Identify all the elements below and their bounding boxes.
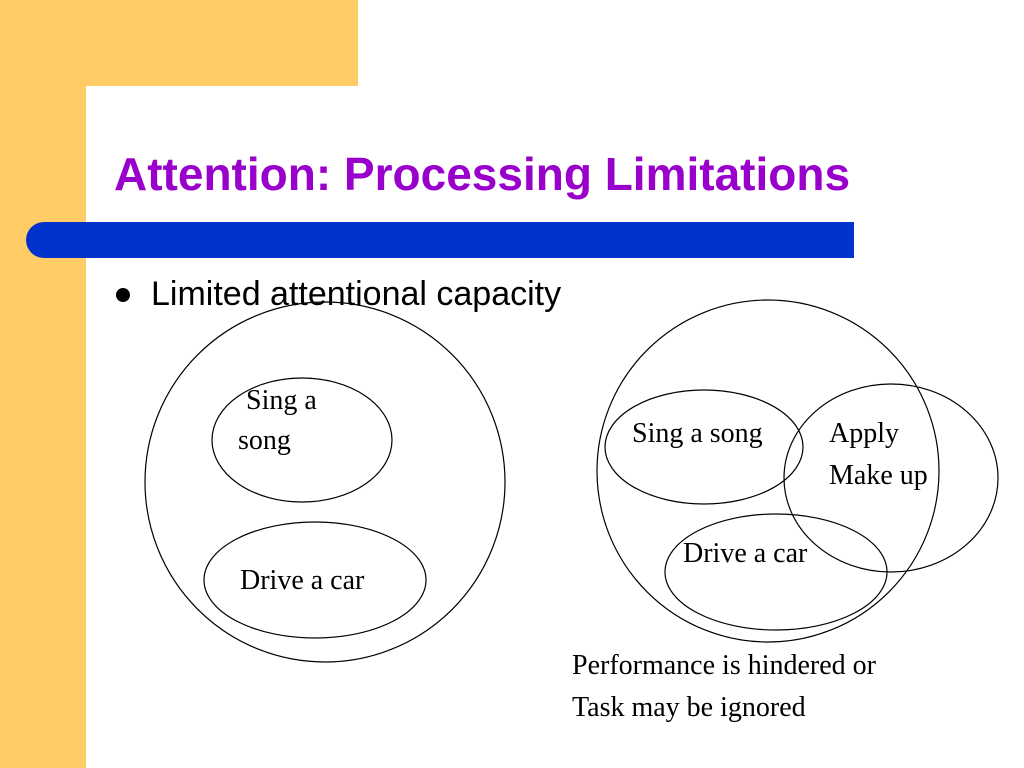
decorative-left-band bbox=[0, 0, 86, 768]
decorative-top-band bbox=[0, 0, 358, 86]
task-ellipse-sing-right bbox=[604, 389, 804, 505]
bullet-text: Limited attentional capacity bbox=[151, 275, 562, 313]
label-makeup-line1-right: Apply bbox=[829, 418, 899, 449]
bullet-item: Limited attentional capacity bbox=[116, 275, 561, 314]
task-ellipse-makeup-right bbox=[783, 383, 999, 573]
task-ellipse-sing-left bbox=[211, 377, 393, 503]
slide-title: Attention: Processing Limitations bbox=[114, 148, 851, 200]
label-sing-right: Sing a song bbox=[632, 418, 763, 449]
title-underline-bar bbox=[26, 222, 854, 258]
bullet-icon bbox=[116, 287, 130, 302]
label-sing-line1-left: Sing a bbox=[246, 385, 317, 416]
label-makeup-line2-right: Make up bbox=[829, 460, 928, 491]
label-drive-left: Drive a car bbox=[240, 565, 365, 596]
capacity-circle-right bbox=[596, 299, 940, 643]
label-drive-right: Drive a car bbox=[683, 538, 808, 569]
task-ellipse-drive-right bbox=[664, 513, 888, 631]
task-ellipse-drive-left bbox=[203, 521, 427, 639]
caption-line1: Performance is hindered or bbox=[572, 650, 876, 681]
capacity-circle-left bbox=[144, 301, 506, 663]
label-sing-line2-left: song bbox=[238, 425, 291, 456]
caption-line2: Task may be ignored bbox=[572, 692, 806, 723]
